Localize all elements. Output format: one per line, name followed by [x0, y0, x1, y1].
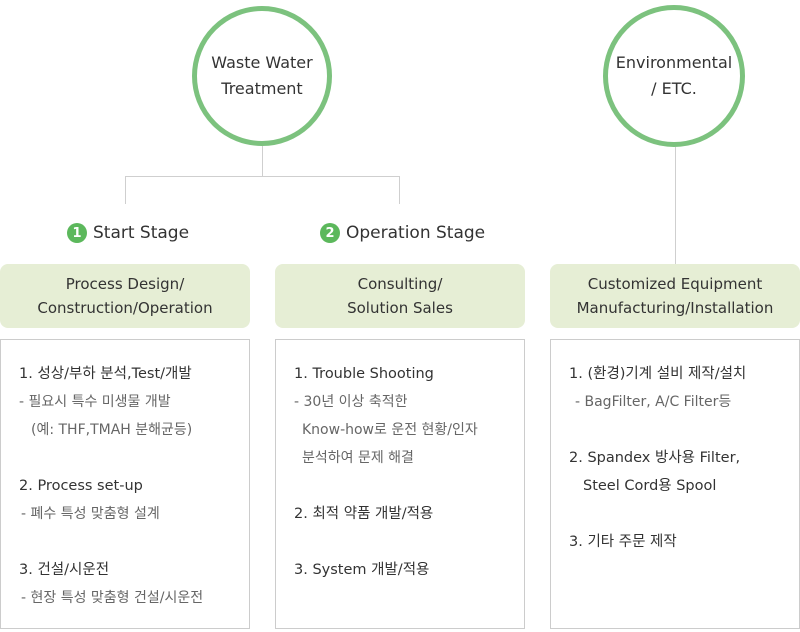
- consulting-header-line2: Solution Sales: [347, 299, 453, 317]
- start-stage-label: 1 Start Stage: [67, 222, 189, 244]
- col1-item3-title: 3. 건설/시운전: [19, 562, 110, 578]
- col1-item1-sub1: - 필요시 특수 미생물 개발: [19, 394, 171, 410]
- customized-header-line2: Manufacturing/Installation: [576, 299, 774, 317]
- customized-equipment-header: Customized Equipment Manufacturing/Insta…: [550, 264, 800, 328]
- customized-equipment-details: 1. (환경)기계 설비 제작/설치 - BagFilter, A/C Filt…: [550, 339, 800, 629]
- process-header-line1: Process Design/: [65, 275, 185, 293]
- consulting-header: Consulting/ Solution Sales: [275, 264, 525, 328]
- consulting-details: 1. Trouble Shooting - 30년 이상 축적한 Know-ho…: [275, 339, 525, 629]
- col2-item2-title: 2. 최적 약품 개발/적용: [294, 506, 434, 522]
- consulting-header-line1: Consulting/: [357, 275, 443, 293]
- col3-item1-title: 1. (환경)기계 설비 제작/설치: [569, 366, 747, 382]
- connector-wwt-vertical: [262, 146, 263, 176]
- col2-item1-sub1: - 30년 이상 축적한: [294, 394, 408, 410]
- col2-item1-sub2: Know-how로 운전 현황/인자: [302, 422, 478, 438]
- col2-item3-title: 3. System 개발/적용: [294, 562, 430, 578]
- environmental-line2: / ETC.: [651, 79, 697, 98]
- col1-item2-title: 2. Process set-up: [19, 478, 143, 494]
- waste-water-treatment-circle: Waste Water Treatment: [192, 6, 332, 146]
- environmental-etc-circle: Environmental / ETC.: [603, 5, 745, 147]
- connector-operation-drop: [399, 176, 400, 204]
- connector-wwt-horizontal: [125, 176, 400, 177]
- connector-env-vertical: [675, 147, 676, 264]
- col1-item2-sub1: - 폐수 특성 맞춤형 설계: [21, 506, 160, 522]
- connector-start-drop: [125, 176, 126, 204]
- col3-item1-sub1: - BagFilter, A/C Filter등: [575, 394, 732, 410]
- customized-header-line1: Customized Equipment: [587, 275, 763, 293]
- col1-item3-sub1: - 현장 특성 맞춤형 건설/시운전: [21, 590, 204, 606]
- environmental-line1: Environmental: [615, 53, 733, 72]
- process-header-line2: Construction/Operation: [37, 299, 213, 317]
- process-design-header: Process Design/ Construction/Operation: [0, 264, 250, 328]
- waste-water-line1: Waste Water: [211, 53, 313, 72]
- operation-stage-label: 2 Operation Stage: [320, 222, 485, 244]
- waste-water-line2: Treatment: [221, 79, 303, 98]
- stage-number-2-badge: 2: [320, 223, 340, 243]
- col2-item1-sub3: 분석하여 문제 해결: [302, 450, 414, 466]
- col3-item3-title: 3. 기타 주문 제작: [569, 534, 677, 550]
- col3-item2-title: 2. Spandex 방사용 Filter,: [569, 450, 741, 466]
- col3-item2-title2: Steel Cord용 Spool: [583, 478, 717, 494]
- col1-item1-title: 1. 성상/부하 분석,Test/개발: [19, 366, 192, 382]
- stage-number-1-badge: 1: [67, 223, 87, 243]
- col2-item1-title: 1. Trouble Shooting: [294, 366, 434, 382]
- col1-item1-sub2: (예: THF,TMAH 분해균등): [31, 422, 193, 438]
- process-design-details: 1. 성상/부하 분석,Test/개발 - 필요시 특수 미생물 개발 (예: …: [0, 339, 250, 629]
- start-stage-text: Start Stage: [93, 223, 190, 243]
- operation-stage-text: Operation Stage: [346, 223, 486, 243]
